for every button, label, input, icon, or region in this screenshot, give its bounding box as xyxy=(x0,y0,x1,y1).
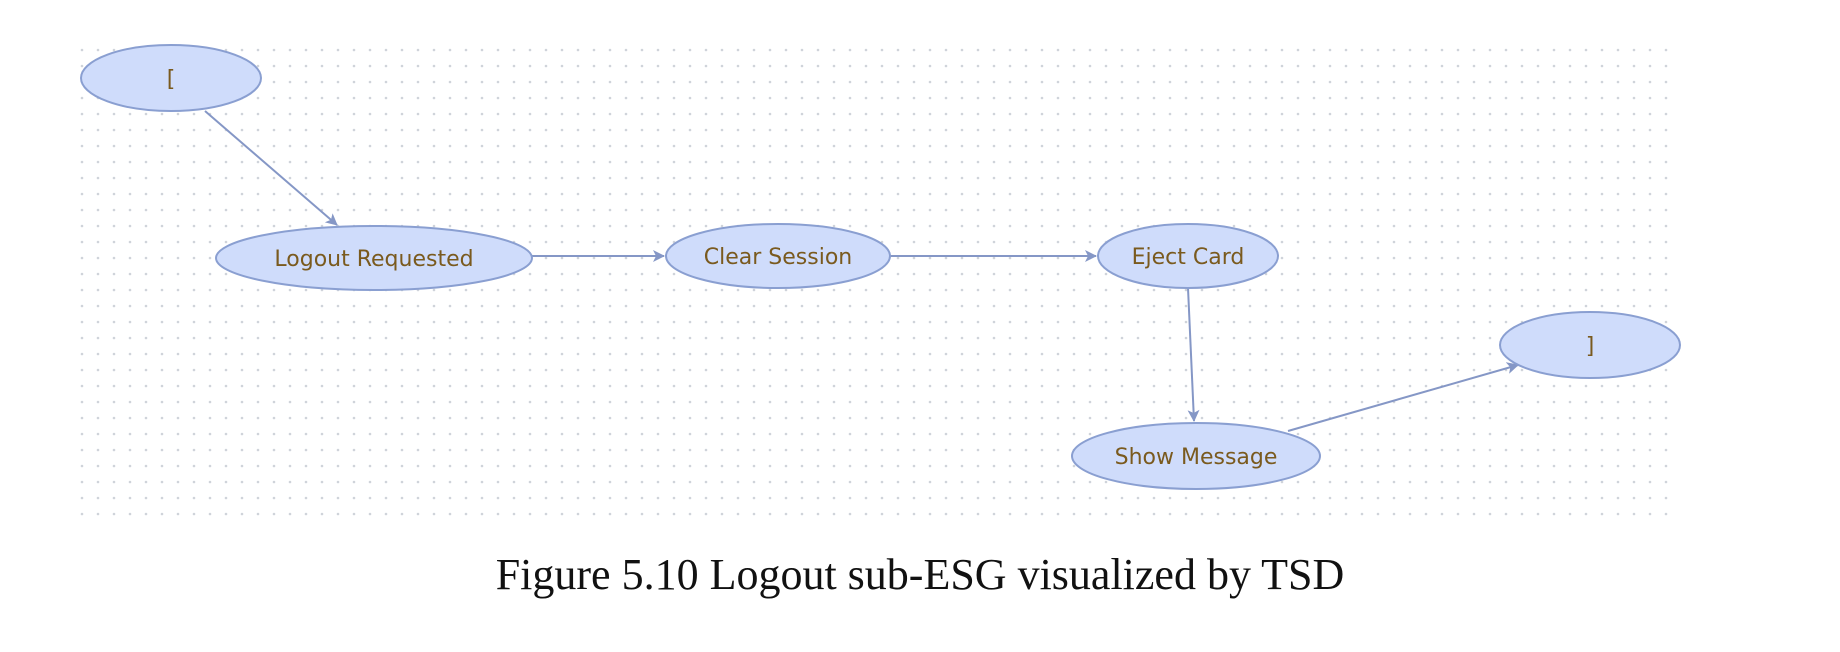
node-eject-card[interactable]: Eject Card xyxy=(1097,223,1279,289)
node-shape xyxy=(80,44,262,112)
node-label: Clear Session xyxy=(704,245,852,270)
node-show-message[interactable]: Show Message xyxy=(1071,422,1321,490)
node-shape xyxy=(1097,223,1279,289)
edge-eject-card-to-show-message xyxy=(1187,287,1200,422)
node-start[interactable]: [ xyxy=(80,44,262,112)
node-label: [ xyxy=(167,67,176,92)
node-shape xyxy=(1499,311,1681,379)
node-shape xyxy=(215,225,533,291)
node-logout-requested[interactable]: Logout Requested xyxy=(215,225,533,291)
node-end[interactable]: ] xyxy=(1499,311,1681,379)
edges-layer xyxy=(204,110,1519,432)
node-shape xyxy=(1071,422,1321,490)
node-label: ] xyxy=(1586,334,1595,359)
figure-caption: Figure 5.10 Logout sub-ESG visualized by… xyxy=(495,550,1345,599)
node-label: Eject Card xyxy=(1132,245,1245,270)
node-shape xyxy=(665,223,891,289)
esg-diagram: [ Logout Requested Clear Session Eject Card… xyxy=(78,44,1681,516)
node-clear-session[interactable]: Clear Session xyxy=(665,223,891,289)
edge-start-to-logout-requested xyxy=(204,110,338,226)
node-label: Show Message xyxy=(1115,445,1278,470)
nodes-layer: [ Logout Requested Clear Session Eject Card… xyxy=(80,44,1681,490)
edge-show-message-to-end xyxy=(1287,362,1519,432)
node-label: Logout Requested xyxy=(274,247,473,272)
